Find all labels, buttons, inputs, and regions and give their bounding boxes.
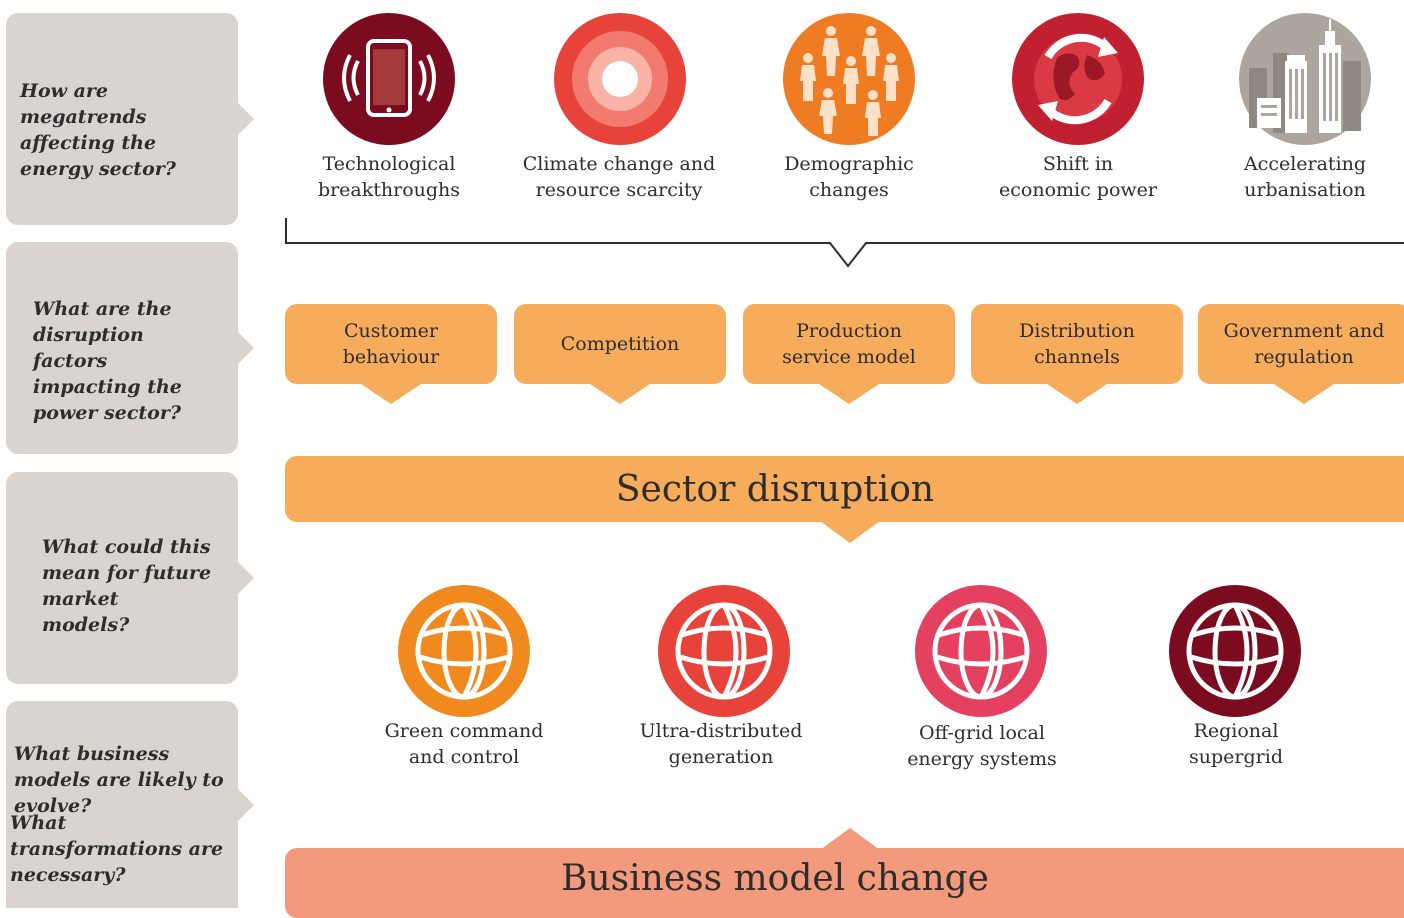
globe-icon-off-grid bbox=[915, 585, 1047, 717]
question-panel-1 bbox=[6, 13, 254, 225]
city-icon bbox=[1239, 13, 1371, 145]
business-model-change-banner: Business model change bbox=[285, 848, 1404, 918]
globe-icon-green-command bbox=[398, 585, 530, 717]
globe-icon-regional-supergrid bbox=[1169, 585, 1301, 717]
globe-icon-ultra-distributed bbox=[658, 585, 790, 717]
globe-arrows-icon bbox=[1012, 13, 1144, 145]
tablet-icon bbox=[323, 13, 455, 145]
question-panel-4 bbox=[6, 701, 254, 908]
sector-disruption-pointer bbox=[820, 521, 880, 543]
question-transformations: What transformations are necessary? bbox=[10, 812, 224, 886]
people-icon bbox=[783, 13, 915, 145]
sector-disruption-banner: Sector disruption bbox=[285, 456, 1404, 522]
question-megatrends: How are megatrends affecting the energy … bbox=[20, 80, 176, 180]
question-disruption-factors: What are the disruption factors impactin… bbox=[33, 298, 182, 424]
question-business-models: What business models are likely to evolv… bbox=[14, 743, 224, 817]
question-panel-3 bbox=[6, 472, 254, 684]
target-icon bbox=[554, 13, 686, 145]
question-market-models: What could this mean for future market m… bbox=[42, 536, 212, 636]
question-panel-2 bbox=[6, 242, 254, 454]
factor-competition: Competition bbox=[514, 304, 726, 404]
business-model-pointer bbox=[820, 828, 880, 850]
